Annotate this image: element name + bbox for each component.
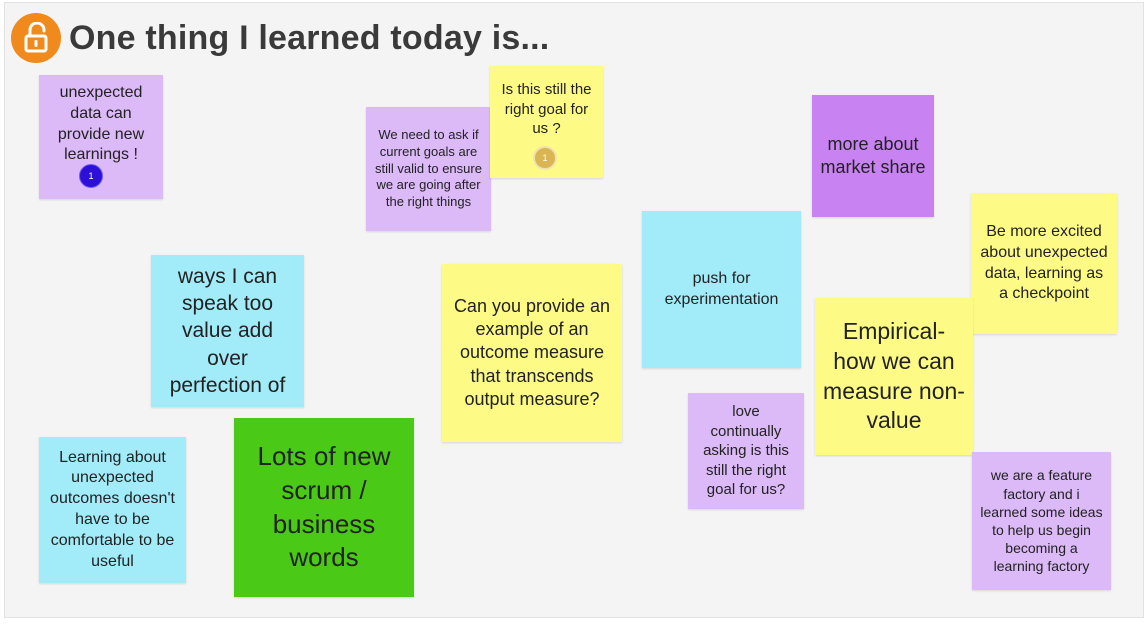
sticky-note[interactable]: love continually asking is this still th… <box>688 393 804 509</box>
sticky-note[interactable]: ways I can speak too value add over perf… <box>151 255 304 407</box>
vote-badge[interactable]: 1 <box>533 146 557 170</box>
sticky-note[interactable]: Be more excited about unexpected data, l… <box>971 193 1117 334</box>
sticky-note-text: Be more excited about unexpected data, l… <box>980 222 1108 303</box>
sticky-note-text: love continually asking is this still th… <box>703 403 789 499</box>
sticky-note[interactable]: more about market share <box>812 95 934 217</box>
sticky-note-text: ways I can speak too value add over perf… <box>169 264 286 397</box>
sticky-note[interactable]: Lots of new scrum / business words <box>234 418 414 597</box>
sticky-note[interactable]: We need to ask if current goals are stil… <box>366 107 491 231</box>
sticky-note-text: Is this still the right goal for us ? <box>501 81 592 137</box>
sticky-note[interactable]: Can you provide an example of an outcome… <box>442 264 622 442</box>
sticky-note[interactable]: Learning about unexpected outcomes doesn… <box>39 437 186 583</box>
sticky-note-text: unexpected data can provide new learning… <box>57 84 145 164</box>
sticky-note[interactable]: we are a feature factory and i learned s… <box>972 452 1111 590</box>
sticky-note[interactable]: unexpected data can provide new learning… <box>39 75 163 199</box>
board-header: One thing I learned today is... <box>11 13 550 63</box>
sticky-note-text: We need to ask if current goals are stil… <box>375 126 482 210</box>
sticky-note-text: Can you provide an example of an outcome… <box>453 295 611 410</box>
sticky-note-text: Learning about unexpected outcomes doesn… <box>50 448 175 570</box>
sticky-note-text: push for experimentation <box>664 269 779 308</box>
sticky-note[interactable]: Empirical- how we can measure non-value <box>815 298 973 455</box>
sticky-note[interactable]: Is this still the right goal for us ? <box>490 66 603 178</box>
sticky-note-text: we are a feature factory and i learned s… <box>980 467 1103 575</box>
sticky-note-text: Empirical- how we can measure non-value <box>823 317 965 434</box>
open-lock-icon[interactable] <box>11 13 61 63</box>
page-title: One thing I learned today is... <box>69 18 550 57</box>
sticky-note[interactable]: push for experimentation <box>642 211 801 368</box>
vote-badge[interactable]: 1 <box>79 164 103 188</box>
sticky-note-text: more about market share <box>820 133 926 177</box>
sticky-note-text: Lots of new scrum / business words <box>257 440 391 573</box>
